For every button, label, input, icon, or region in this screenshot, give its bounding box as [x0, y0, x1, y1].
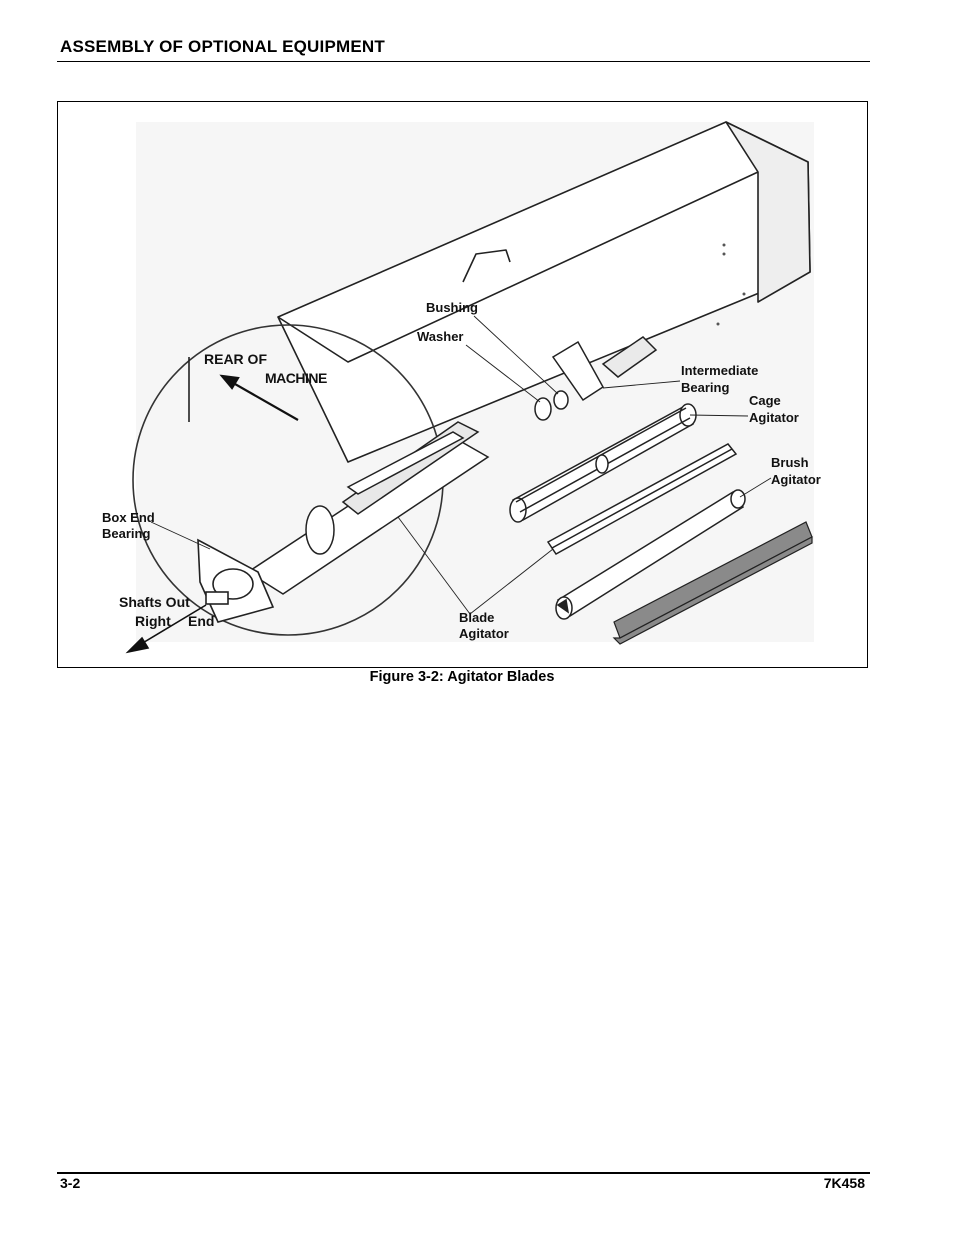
label-right: Right [135, 613, 171, 629]
shafts-out-arrow [125, 604, 207, 654]
label-washer: Washer [417, 329, 463, 344]
label-brush-agitator: Agitator [771, 472, 821, 487]
label-machine: MACHINE [265, 370, 327, 386]
blade-agitator-part [346, 431, 738, 555]
label-bushing: Bushing [426, 300, 478, 315]
bushing-part [553, 390, 569, 410]
label-shafts-out: Shafts Out [119, 594, 190, 610]
figure-caption: Figure 3-2: Agitator Blades [369, 669, 555, 685]
page-header-title: ASSEMBLY OF OPTIONAL EQUIPMENT [60, 37, 385, 56]
label-rear-of: REAR OF [204, 351, 267, 367]
label-box-end: Box End [102, 510, 155, 525]
washer-part [534, 397, 552, 421]
housing-rivets [716, 243, 746, 326]
header-rule [57, 61, 870, 62]
housing [277, 121, 811, 463]
rear-arrow [219, 374, 299, 421]
footer-rule [57, 1172, 870, 1174]
document-code: 7K458 [823, 1175, 865, 1191]
page-number: 3-2 [60, 1175, 81, 1191]
brush-strip-part [612, 521, 813, 645]
brush-agitator-part [555, 489, 746, 620]
figure-frame: Bushing Washer REAR OF MACHINE Intermedi… [57, 101, 868, 668]
label-intermediate: Intermediate [681, 363, 758, 378]
label-end: End [188, 613, 214, 629]
intermediate-bearing-part [551, 336, 658, 402]
label-blade: Blade [459, 610, 494, 625]
label-blade-agitator: Agitator [459, 626, 509, 641]
label-cage: Cage [749, 393, 781, 408]
leader-lines [150, 315, 772, 615]
cage-agitator-part [509, 403, 697, 523]
shaft-disc [305, 505, 335, 555]
box-end-bearing [197, 538, 275, 623]
label-brush: Brush [771, 455, 809, 470]
agitator-blades-illustration: Bushing Washer REAR OF MACHINE Intermedi… [102, 121, 821, 654]
label-box-end-bearing: Bearing [102, 526, 150, 541]
label-intermediate-bearing: Bearing [681, 380, 729, 395]
label-cage-agitator: Agitator [749, 410, 799, 425]
